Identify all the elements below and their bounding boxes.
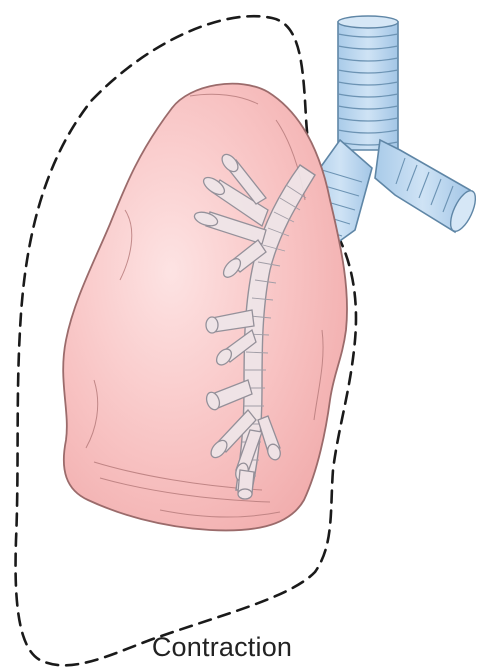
diagram-caption: Contraction <box>92 632 352 663</box>
contracted-lung <box>63 84 347 531</box>
trachea <box>338 16 398 150</box>
right-main-bronchus <box>375 140 477 235</box>
